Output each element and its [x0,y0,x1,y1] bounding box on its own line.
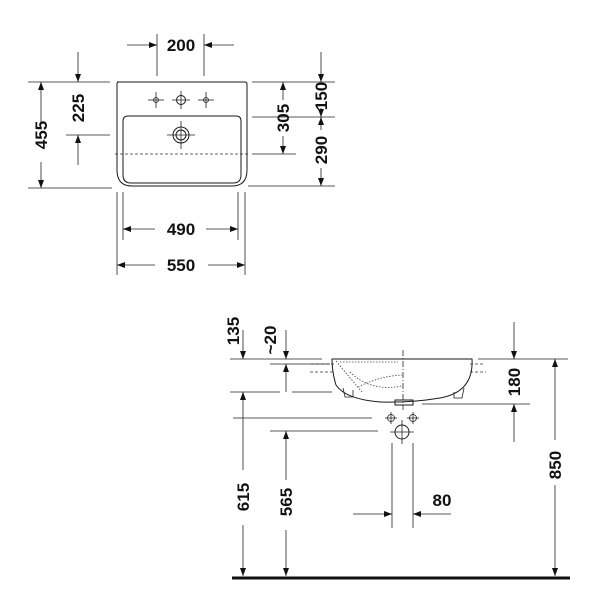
dim-455: 455 [32,121,51,149]
foot-left [342,387,354,398]
tap-hole-left [148,92,164,108]
drain-stub [394,399,414,406]
drain [167,121,195,149]
dim-180: 180 [505,368,524,396]
top-view: 200 455 225 490 550 305 [28,34,335,275]
dim-135: 135 [224,317,243,345]
drain-pipe [390,420,414,528]
tap-hole-right [198,92,214,108]
bowl-outline [122,115,242,184]
side-view: 135 ~20 180 850 615 565 80 [224,317,570,580]
dim-615: 615 [234,483,253,511]
tap-hole-center [172,91,190,109]
dim-305: 305 [274,104,293,132]
dim-200: 200 [167,36,195,55]
dim-225: 225 [69,94,88,122]
dim-850: 850 [546,451,565,479]
supply-valves [385,412,419,424]
dim-150: 150 [312,82,331,110]
dim-550: 550 [167,256,195,275]
overflow-channel [335,360,403,393]
dim-80: 80 [433,491,452,510]
dim-290: 290 [312,136,331,164]
dim-565: 565 [277,488,296,516]
basin-outline [116,81,248,187]
basin-profile [331,358,473,403]
dim-20: ~20 [261,326,280,355]
dim-490: 490 [167,220,195,239]
foot-right [453,387,465,399]
